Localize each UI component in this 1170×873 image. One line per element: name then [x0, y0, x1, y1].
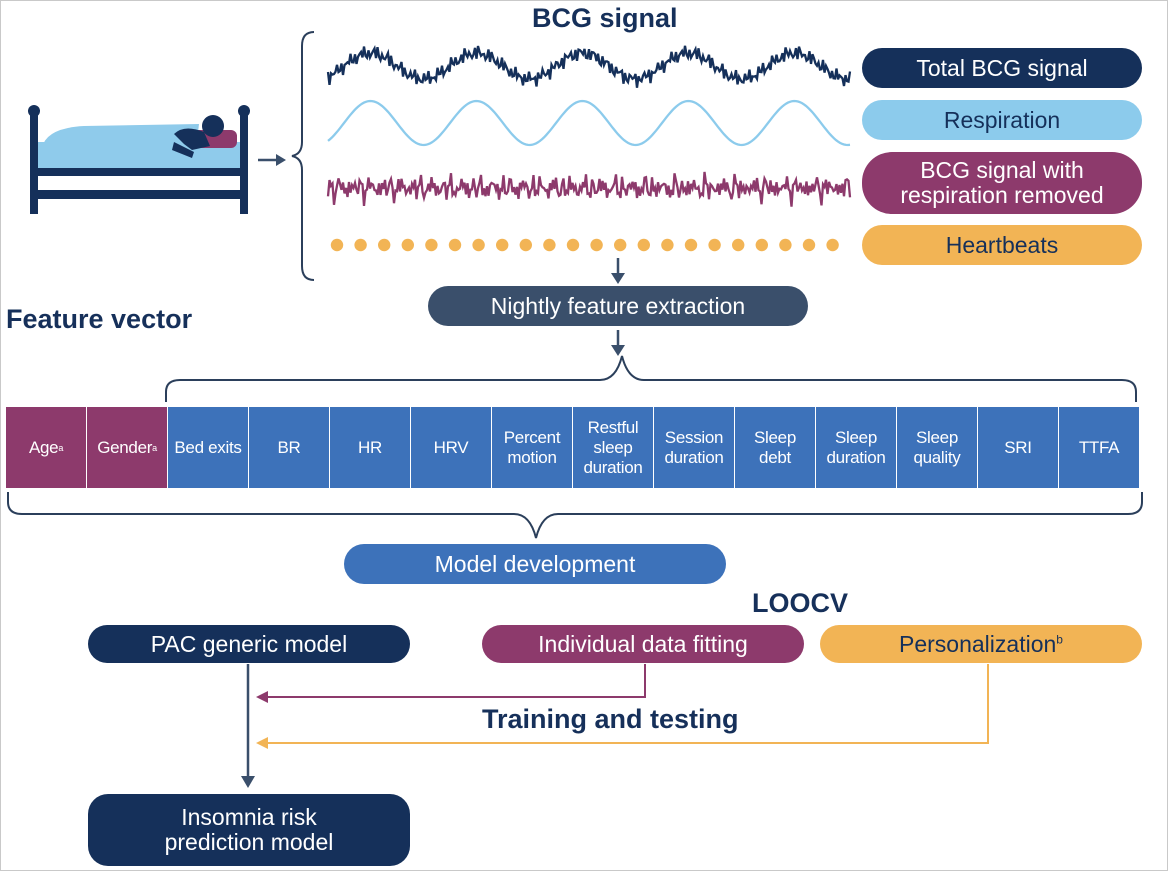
- insomnia-risk-model-label: Insomnia risk prediction model: [164, 804, 334, 855]
- feature-age-label: Age: [28, 437, 59, 457]
- heartbeats-label: Heartbeats: [945, 231, 1059, 258]
- heartbeat-dot: [684, 238, 698, 252]
- pac-generic-model-pill: PAC generic model: [88, 625, 410, 663]
- arrow-down-icon: [611, 258, 625, 284]
- feature-cell-ttfa: TTFA: [1059, 407, 1139, 488]
- waveforms: [326, 45, 852, 252]
- feature-cell-hr: HR: [330, 407, 410, 488]
- total-bcg-signal-label: Total BCG signal: [916, 54, 1088, 81]
- training-connectors: [241, 664, 989, 788]
- nightly-feature-extraction-pill: Nightly feature extraction: [428, 286, 808, 326]
- individual-data-fitting-label: Individual data fitting: [538, 630, 748, 657]
- arrow-down-icon: [611, 330, 625, 356]
- feature-cell-restful-sleep-duration: Restful sleep duration: [573, 407, 653, 488]
- heartbeat-dot: [472, 238, 485, 252]
- heartbeat-dot: [566, 238, 580, 252]
- heartbeat-dot: [496, 238, 509, 252]
- personalization-pill: Personalizationb: [820, 625, 1142, 663]
- bed-person-icon: [28, 105, 250, 214]
- loocv-title: LOOCV: [752, 588, 849, 618]
- feature-cell-sri: SRI: [978, 407, 1058, 488]
- nightly-feature-extraction-label: Nightly feature extraction: [490, 292, 746, 319]
- heartbeat-dot: [448, 238, 462, 252]
- heartbeat-dot: [330, 238, 344, 252]
- personalization-label: Personalization: [899, 630, 1057, 657]
- insomnia-risk-model-pill: Insomnia risk prediction model: [88, 794, 410, 866]
- heartbeat-dot: [637, 238, 650, 252]
- heartbeat-dot: [401, 238, 414, 252]
- heartbeat-dot: [802, 238, 816, 252]
- training-testing-title: Training and testing: [482, 704, 739, 734]
- feature-cell-bed-exits: Bed exits: [168, 407, 248, 488]
- features-top-brace: [165, 355, 1137, 402]
- features-bottom-brace: [7, 492, 1143, 539]
- signals-brace: [291, 31, 315, 281]
- heartbeat-dot: [378, 238, 391, 252]
- model-development-label: Model development: [434, 550, 636, 577]
- feature-cell-percent-motion: Percent motion: [492, 407, 572, 488]
- feature-cell-hrv: HRV: [411, 407, 491, 488]
- feature-gender-label: Gender: [97, 437, 153, 457]
- heartbeats-pill: Heartbeats: [862, 225, 1142, 265]
- bcg-respiration-removed-pill: BCG signal with respiration removed: [862, 152, 1142, 214]
- bcg-residual-waveform: [326, 171, 852, 207]
- bcg-respiration-removed-label: BCG signal with respiration removed: [900, 157, 1104, 208]
- feature-cell-session-duration: Session duration: [654, 407, 734, 488]
- heartbeat-dot: [590, 238, 603, 252]
- heartbeat-dot: [354, 238, 367, 252]
- heartbeat-dot: [543, 238, 556, 252]
- feature-cell-br: BR: [249, 407, 329, 488]
- heartbeat-dot: [708, 238, 721, 252]
- personalization-sup: b: [1056, 631, 1063, 646]
- heartbeat-dot: [732, 238, 745, 252]
- total-bcg-waveform: [326, 45, 852, 88]
- heartbeat-dot: [755, 238, 768, 252]
- heartbeat-dot: [519, 238, 532, 252]
- bcg-signal-title: BCG signal: [532, 3, 678, 33]
- heartbeat-dot: [661, 238, 674, 252]
- feature-vector-title: Feature vector: [6, 304, 193, 334]
- heartbeat-dot: [779, 238, 792, 252]
- model-development-pill: Model development: [344, 544, 726, 584]
- respiration-pill: Respiration: [862, 100, 1142, 140]
- heartbeat-dot: [826, 238, 839, 252]
- heartbeat-dots: [330, 238, 839, 252]
- heartbeat-dot: [425, 238, 438, 252]
- respiration-waveform: [327, 99, 851, 147]
- total-bcg-signal-pill: Total BCG signal: [862, 48, 1142, 88]
- feature-cell-sleep-debt: Sleep debt: [735, 407, 815, 488]
- feature-cell-sleep-quality: Sleep quality: [897, 407, 977, 488]
- pac-generic-model-label: PAC generic model: [150, 630, 348, 657]
- respiration-label: Respiration: [943, 106, 1061, 133]
- feature-cell-sleep-duration: Sleep duration: [816, 407, 896, 488]
- individual-data-fitting-pill: Individual data fitting: [482, 625, 804, 663]
- heartbeat-dot: [614, 238, 627, 252]
- arrow-right-icon: [258, 154, 286, 166]
